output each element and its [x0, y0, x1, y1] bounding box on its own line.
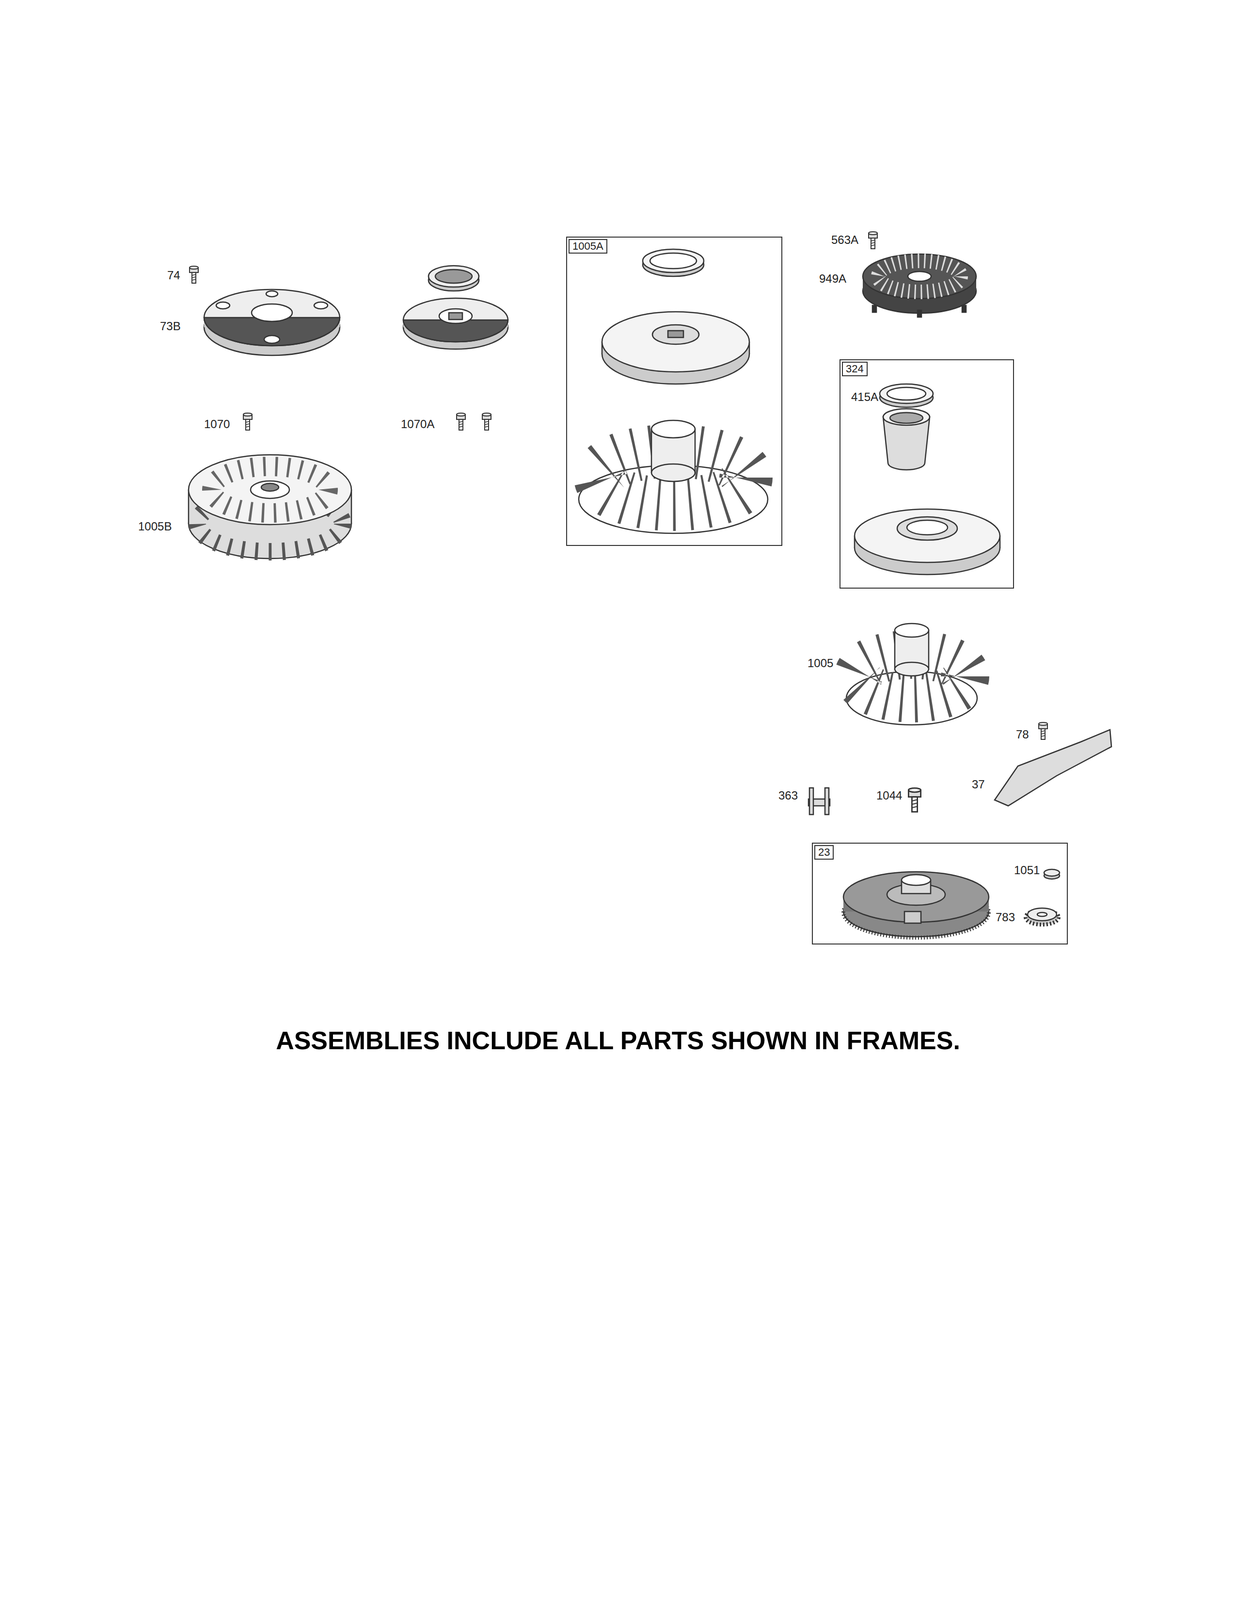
callout-number: 1070A — [400, 418, 435, 430]
air-vane — [994, 729, 1112, 806]
callout-number: 37 — [971, 778, 985, 791]
assembly-number: 23 — [814, 844, 834, 860]
callout-number: 1005 — [807, 657, 834, 669]
assembly-frame: 324 415A — [839, 359, 1015, 589]
assembly-number: 1005A — [568, 238, 608, 254]
callout-number: 78 — [1015, 728, 1030, 741]
fan-assembly — [578, 249, 768, 534]
callout-number: 73B — [159, 320, 181, 333]
blower-cover — [204, 289, 340, 356]
nut-and-gear — [1025, 869, 1060, 925]
callout-number: 74 — [167, 269, 181, 282]
callout-number: 1005B — [138, 520, 172, 533]
fan — [846, 623, 978, 725]
callout-number: 1070 — [204, 418, 230, 430]
callout-number: 363 — [778, 789, 798, 802]
callout-number: 415A — [851, 391, 879, 403]
callout-number: 949A — [819, 272, 847, 285]
callout-number: 563A — [831, 234, 859, 246]
callout-number: 1044 — [876, 789, 903, 802]
callout-number: 1051 — [1014, 864, 1040, 876]
fan-guard — [862, 253, 977, 317]
cover-with-cap — [403, 265, 508, 349]
clip — [808, 787, 830, 815]
flywheel — [843, 871, 989, 938]
caption: ASSEMBLIES INCLUDE ALL PARTS SHOWN IN FR… — [0, 1025, 1236, 1055]
assembly-number: 324 — [841, 361, 868, 377]
rewind-cup-assembly — [854, 383, 1000, 575]
callout-number: 783 — [995, 911, 1015, 923]
assembly-frame: 1005A — [566, 236, 783, 546]
fan — [188, 454, 352, 559]
assembly-frame: 23 1051 783 — [811, 842, 1068, 945]
